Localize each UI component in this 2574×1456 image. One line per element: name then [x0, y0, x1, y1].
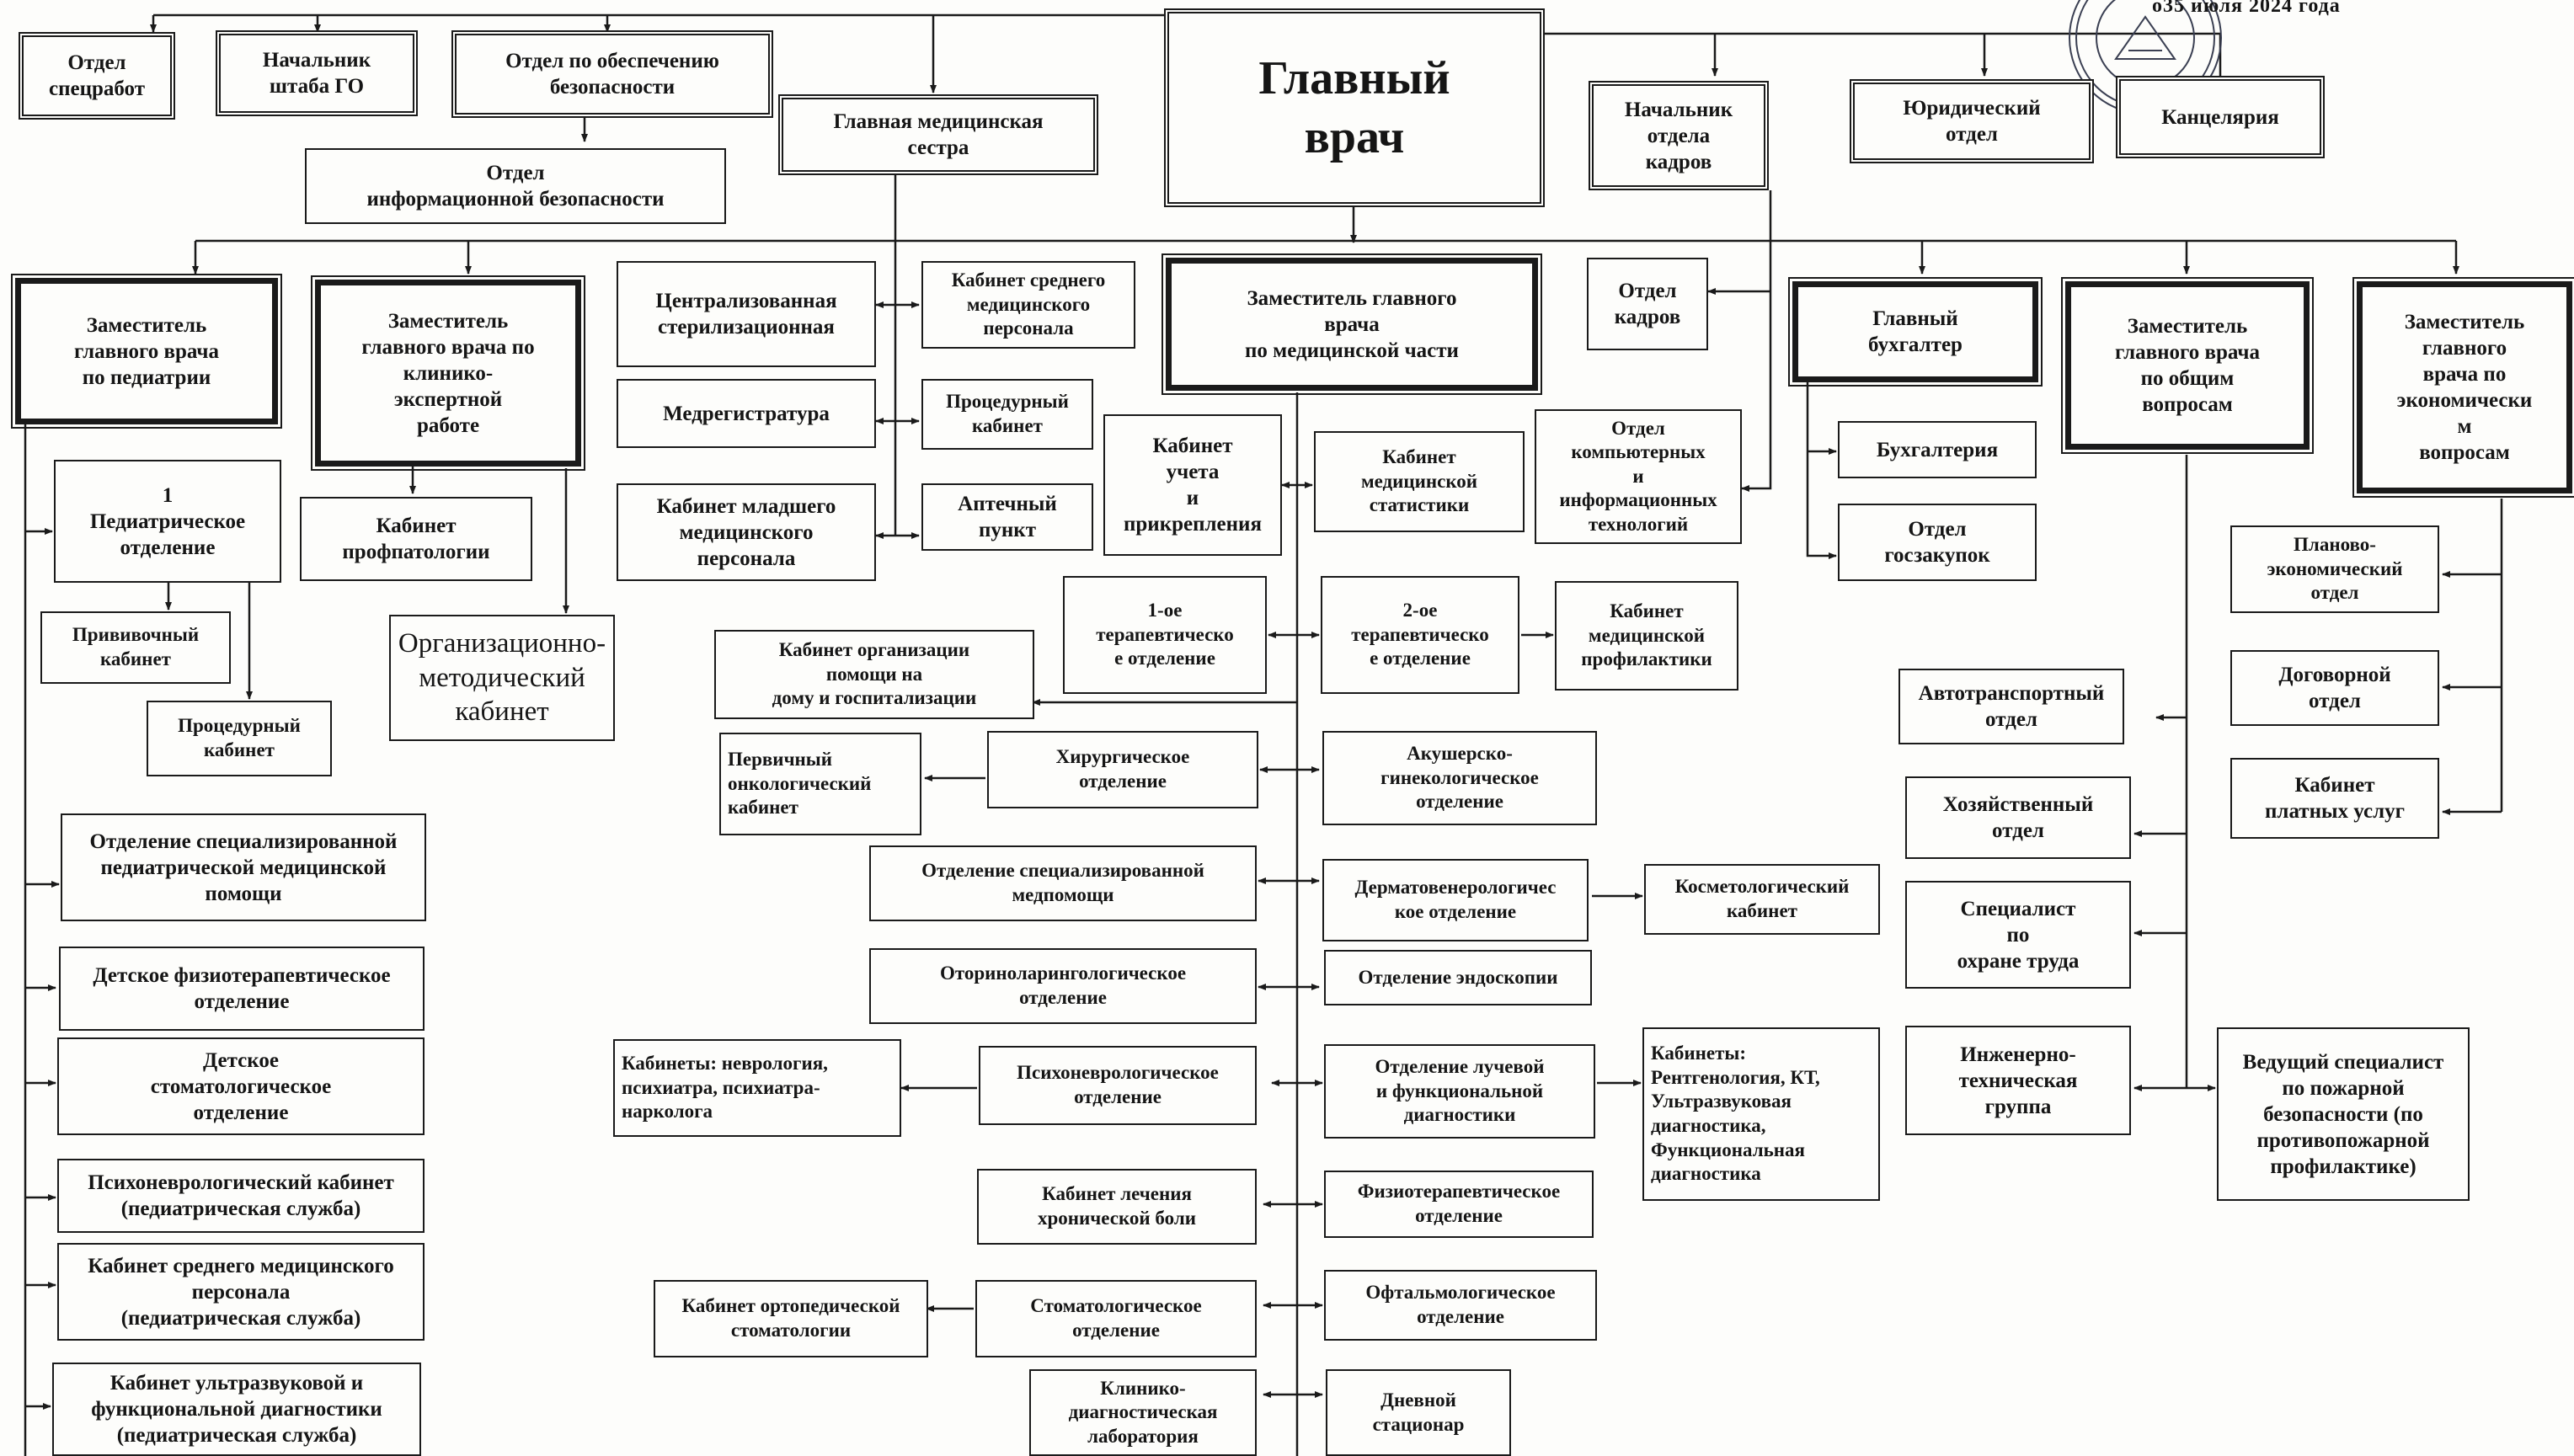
info-security-dept: Отдел информационной безопасности: [305, 148, 726, 224]
deputy-medical: Заместитель главного врача по медицинско…: [1162, 253, 1542, 395]
pediatric-nurse-cabinet: Кабинет среднего медицинского персонала …: [57, 1243, 425, 1341]
org-methodical-cabinet: Организационно- методический кабинет: [389, 615, 615, 741]
pediatric-dental-dept: Детское стоматологическое отделение: [57, 1037, 425, 1135]
prevention-cabinet: Кабинет медицинской профилактики: [1555, 581, 1738, 691]
procedure-cabinet: Процедурный кабинет: [921, 379, 1093, 450]
security-dept: Отдел по обеспечению безопасности: [451, 30, 773, 118]
dermatovenerology-dept: Дерматовенерологичес кое отделение: [1322, 859, 1589, 941]
deputy-general: Заместитель главного врача по общим вопр…: [2061, 277, 2314, 454]
chancery: Канцелярия: [2116, 76, 2325, 158]
dental-dept: Стоматологическое отделение: [975, 1280, 1257, 1357]
registration-cabinet: Кабинет учета и прикрепления: [1103, 414, 1282, 556]
pediatric-ultrasound-cabinet: Кабинет ультразвуковой и функциональной …: [52, 1363, 421, 1456]
specialized-care-dept: Отделение специализированной медпомощи: [869, 845, 1257, 921]
chief-physician-label: Главный врач: [1258, 52, 1450, 163]
labor-safety-specialist: Специалист по охране труда: [1905, 881, 2131, 989]
registry: Медрегистратура: [617, 379, 876, 448]
med-statistics-cabinet: Кабинет медицинской статистики: [1314, 431, 1525, 532]
surgery-dept: Хирургическое отделение: [987, 731, 1258, 808]
planning-economics-dept: Планово- экономический отдел: [2230, 525, 2439, 613]
civil-defense-chief: Начальник штаба ГО: [216, 30, 418, 116]
orthopedic-dentistry-cabinet: Кабинет ортопедической стоматологии: [654, 1280, 928, 1357]
transport-dept: Автотранспортный отдел: [1898, 669, 2124, 744]
contracts-dept: Договорной отдел: [2230, 650, 2439, 726]
oncology-cabinet: Первичный онкологический кабинет: [719, 733, 921, 835]
pediatric-procedure-cabinet: Процедурный кабинет: [147, 701, 332, 776]
approval-date: о35 июля 2024 года: [2152, 0, 2341, 17]
engineering-group: Инженерно- техническая группа: [1905, 1026, 2131, 1135]
special-works-dept: Отдел спецработ: [19, 32, 175, 120]
chronic-pain-cabinet: Кабинет лечения хронической боли: [977, 1169, 1257, 1245]
accounting-dept: Бухгалтерия: [1838, 421, 2037, 478]
hr-dept: Отдел кадров: [1587, 258, 1708, 350]
chief-physician: Главный врач: [1164, 8, 1545, 207]
junior-staff-cabinet: Кабинет младшего медицинского персонала: [617, 483, 876, 581]
chief-accountant: Главный бухгалтер: [1788, 277, 2043, 387]
deputy-economics: Заместитель главного врача по экономичес…: [2352, 277, 2574, 498]
occupational-pathology: Кабинет профпатологии: [300, 497, 532, 581]
fire-safety-specialist: Ведущий специалист по пожарной безопасно…: [2217, 1027, 2470, 1201]
ophthalmology-dept: Офтальмологическое отделение: [1324, 1270, 1597, 1341]
ent-dept: Оториноларингологическое отделение: [869, 948, 1257, 1024]
pediatric-physio-dept: Детское физиотерапевтическое отделение: [59, 947, 425, 1031]
home-care-cabinet: Кабинет организации помощи на дому и гос…: [714, 630, 1034, 719]
pediatric-specialized-dept: Отделение специализированной педиатричес…: [61, 813, 426, 921]
nurse-staff-cabinet: Кабинет среднего медицинского персонала: [921, 261, 1135, 349]
therapy-dept-1: 1-ое терапевтическо е отделение: [1063, 576, 1267, 694]
pharmacy-point: Аптечный пункт: [921, 483, 1093, 551]
paid-services-cabinet: Кабинет платных услуг: [2230, 758, 2439, 839]
endoscopy-dept: Отделение эндоскопии: [1324, 950, 1592, 1005]
therapy-dept-2: 2-ое терапевтическо е отделение: [1321, 576, 1519, 694]
radiology-dept: Отделение лучевой и функциональной диагн…: [1324, 1044, 1595, 1139]
psychoneurology-dept: Психоневрологическое отделение: [979, 1046, 1257, 1125]
physiotherapy-dept: Физиотерапевтическое отделение: [1324, 1171, 1594, 1238]
deputy-pediatrics: Заместитель главного врача по педиатрии: [11, 274, 282, 429]
hr-head: Начальник отдела кадров: [1589, 81, 1769, 190]
legal-dept: Юридический отдел: [1850, 79, 2094, 163]
vaccination-cabinet: Прививочный кабинет: [40, 611, 231, 684]
clinical-lab: Клинико- диагностическая лаборатория: [1029, 1369, 1257, 1456]
head-nurse: Главная медицинская сестра: [778, 94, 1098, 175]
it-dept: Отдел компьютерных и информационных техн…: [1535, 409, 1742, 544]
day-hospital: Дневной стационар: [1326, 1369, 1511, 1456]
household-dept: Хозяйственный отдел: [1905, 776, 2131, 859]
pediatric-psych-cabinet: Психоневрологический кабинет (педиатриче…: [57, 1159, 425, 1233]
central-sterilization: Централизованная стерилизационная: [617, 261, 876, 367]
deputy-clinical-expert: Заместитель главного врача по клинико- э…: [311, 275, 585, 471]
pediatric-dept-1: 1 Педиатрическое отделение: [54, 460, 281, 583]
obgyn-dept: Акушерско- гинекологическое отделение: [1322, 731, 1597, 825]
radiology-cabinets: Кабинеты: Рентгенология, КТ, Ультразвуко…: [1642, 1027, 1880, 1201]
procurement-dept: Отдел госзакупок: [1838, 504, 2037, 581]
neurology-cabinets: Кабинеты: неврология, психиатра, психиат…: [613, 1039, 901, 1137]
cosmetology-cabinet: Косметологический кабинет: [1644, 864, 1880, 935]
